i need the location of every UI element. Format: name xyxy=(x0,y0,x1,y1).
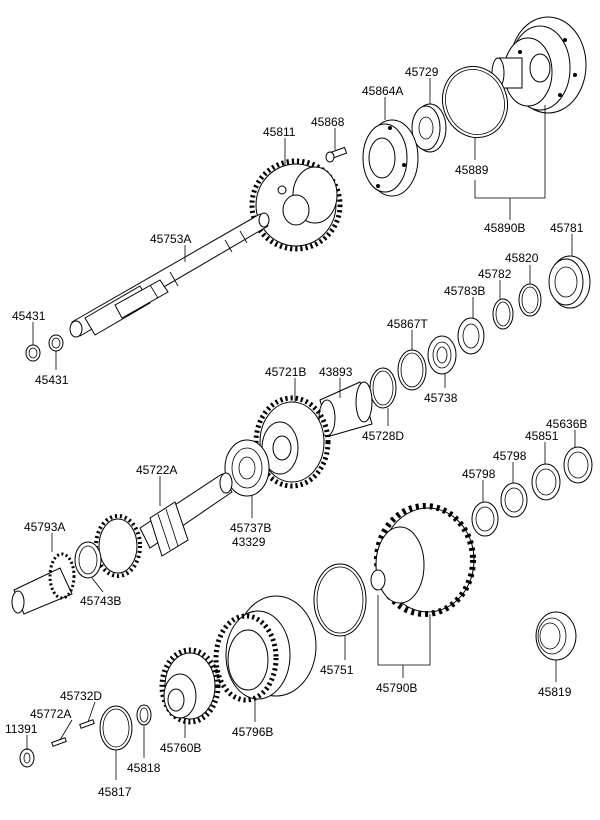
part-label-45793a: 45793A xyxy=(24,520,65,534)
part-label-45817: 45817 xyxy=(98,785,132,799)
part-label-45751: 45751 xyxy=(320,663,354,677)
shaft-part xyxy=(69,212,270,338)
washer-part xyxy=(457,317,485,355)
part-label-45796b: 45796B xyxy=(232,725,273,739)
snap-ring-part xyxy=(136,704,152,726)
part-label-45783b: 45783B xyxy=(444,284,485,298)
part-label-45729: 45729 xyxy=(405,65,439,79)
part-label-45790b: 45790B xyxy=(376,681,417,695)
leader-lines xyxy=(26,78,576,780)
pin-part xyxy=(51,737,67,747)
part-label-45781: 45781 xyxy=(550,221,584,235)
part-label-45811: 45811 xyxy=(263,125,296,139)
part-label-45889: 45889 xyxy=(455,163,489,177)
part-label-45820: 45820 xyxy=(505,251,539,265)
part-label-45851: 45851 xyxy=(525,429,559,443)
lock-nut-part xyxy=(411,103,447,153)
part-label-43893: 43893 xyxy=(319,365,353,379)
snap-ring-part xyxy=(369,367,397,409)
gear-part xyxy=(249,158,343,252)
shaft-part xyxy=(139,472,233,557)
part-label-45431-bottom: 45431 xyxy=(35,373,69,387)
part-label-45868: 45868 xyxy=(311,115,345,129)
washer-part xyxy=(19,748,35,768)
part-label-45798-upper: 45798 xyxy=(493,449,527,463)
oil-seal-part xyxy=(535,611,577,661)
clutch-drum-part xyxy=(370,503,476,617)
snap-ring-part xyxy=(313,563,367,637)
o-ring-part xyxy=(442,65,508,139)
part-label-45890b: 45890B xyxy=(484,221,525,235)
thrust-washer-part xyxy=(48,334,64,352)
part-label-45738: 45738 xyxy=(424,391,458,405)
pin-part xyxy=(79,719,95,729)
planetary-carrier-part xyxy=(159,647,221,725)
part-label-45818: 45818 xyxy=(127,761,161,775)
part-label-45819: 45819 xyxy=(538,685,572,699)
part-label-43329: 43329 xyxy=(232,535,266,549)
part-label-45728d: 45728D xyxy=(362,429,404,443)
part-label-45753a: 45753A xyxy=(150,232,191,246)
part-label-45867t: 45867T xyxy=(387,317,428,331)
part-label-45722a: 45722A xyxy=(136,463,177,477)
ring-gear-part xyxy=(548,255,591,309)
snap-ring-part xyxy=(99,705,133,751)
part-label-11391: 11391 xyxy=(5,722,38,736)
part-label-45798-lower: 45798 xyxy=(462,467,496,481)
part-label-45772a: 45772A xyxy=(30,707,71,721)
part-label-45732d: 45732D xyxy=(60,689,102,703)
part-label-45721b: 45721B xyxy=(265,365,306,379)
part-label-45864a: 45864A xyxy=(362,84,403,98)
part-label-45636b: 45636B xyxy=(546,417,587,431)
part-label-45782: 45782 xyxy=(478,267,512,281)
part-label-45743b: 45743B xyxy=(80,594,121,608)
bolt-part xyxy=(325,146,348,163)
part-label-45431-top: 45431 xyxy=(12,309,46,323)
snap-ring-part xyxy=(492,298,514,330)
ring-gear-housing-part xyxy=(213,595,317,703)
gear-part xyxy=(253,395,331,489)
sleeve-part xyxy=(318,381,373,437)
pump-assembly-part xyxy=(491,16,587,114)
bearing-part xyxy=(224,439,270,497)
part-label-45737b: 45737B xyxy=(230,521,271,535)
part-label-45760b: 45760B xyxy=(160,741,201,755)
snap-ring-part xyxy=(397,349,427,391)
bearing-retainer-part xyxy=(362,119,419,197)
bearing-part xyxy=(427,335,457,375)
thrust-washer-part xyxy=(25,344,41,362)
